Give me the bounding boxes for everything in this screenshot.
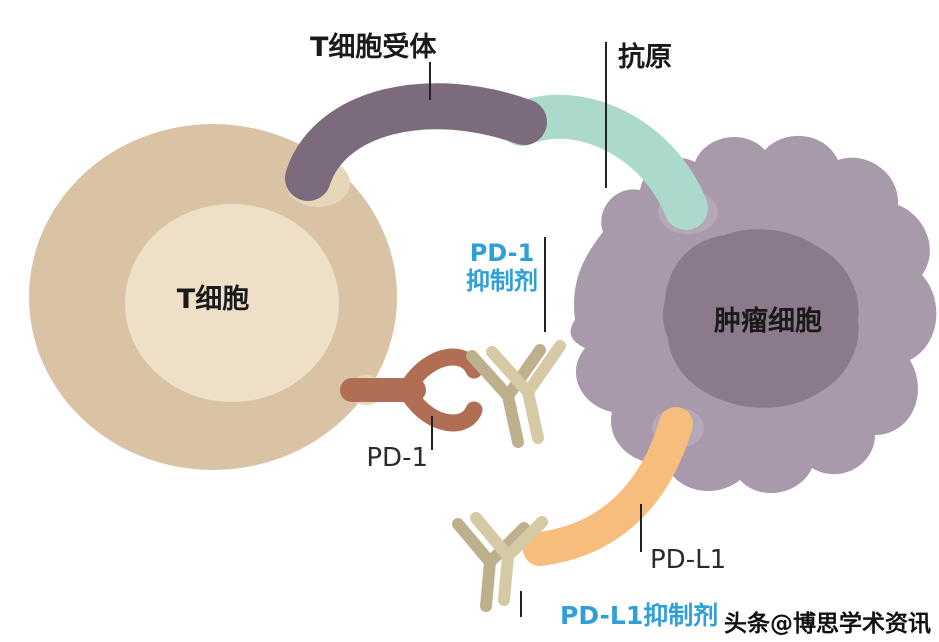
pd1-label: PD-1 — [366, 443, 428, 473]
pdl1-inhibitor-antibody — [452, 512, 548, 612]
pd1-inhibitor-label-line1: PD-1 — [469, 239, 535, 267]
pdl1-arm — [523, 407, 693, 566]
antigen-label: 抗原 — [618, 42, 672, 73]
pdl1-inhibitor-label: PD-L1抑制剂 — [560, 601, 719, 630]
pd1-inhibitor-antibody — [466, 340, 566, 448]
pd1-inhibitor-label-line2: 抑制剂 — [466, 266, 538, 295]
pd1-receptor — [340, 348, 483, 432]
pdl1-label: PD-L1 — [650, 545, 727, 575]
watermark-text: 头条@博思学术资讯 — [724, 611, 931, 637]
t-cell-inner-circle — [125, 204, 339, 402]
antigen-arm — [500, 94, 708, 230]
tumor-cell-nucleus — [663, 229, 859, 408]
pd1-inhibitor-label: PD-1 抑制剂 — [452, 239, 552, 295]
t-cell-receptor-arm — [285, 83, 547, 201]
pointer-lines — [429, 42, 642, 617]
tcr-label: T细胞受体 — [310, 32, 437, 63]
tumor-cell-label: 肿瘤细胞 — [714, 306, 822, 337]
t-cell-label: T细胞 — [176, 284, 250, 315]
